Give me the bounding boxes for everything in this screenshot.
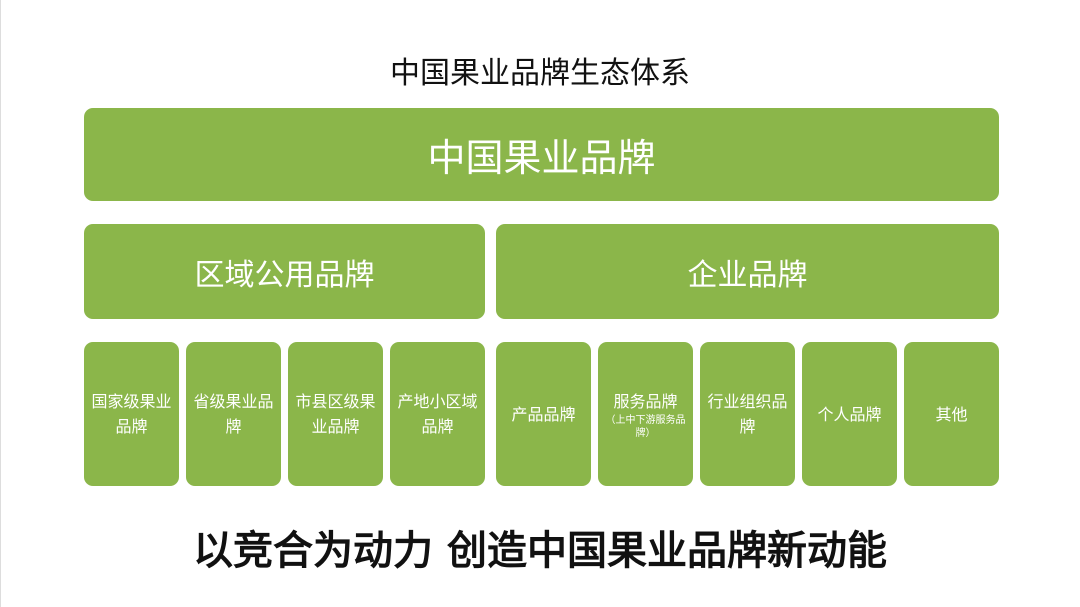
enterprise-item: 服务品牌 （上中下游服务品牌） [598,342,693,486]
diagram-title: 中国果业品牌生态体系 [390,56,690,91]
enterprise-brand-box: 企业品牌 [496,224,999,319]
item-label: 服务品牌 [613,391,678,411]
enterprise-item: 产品品牌 [496,342,591,486]
item-label: 个人品牌 [817,404,882,424]
item-label: 产品品牌 [511,404,576,424]
enterprise-item: 行业组织品牌 [700,342,795,486]
regional-item: 市县区级果业品牌 [288,342,383,486]
regional-item: 产地小区域品牌 [390,342,485,486]
regional-brand-box: 区域公用品牌 [84,224,485,319]
item-label: 行业组织品牌 [707,392,788,436]
left-border [0,0,1,607]
enterprise-item: 个人品牌 [802,342,897,486]
item-label: 其他 [935,404,968,424]
item-note: （上中下游服务品牌） [605,414,686,439]
top-level-box: 中国果业品牌 [84,108,999,201]
enterprise-item: 其他 [904,342,999,486]
regional-item: 省级果业品牌 [186,342,281,486]
regional-item: 国家级果业品牌 [84,342,179,486]
slogan: 以竞合为动力 创造中国果业品牌新动能 [193,528,887,574]
